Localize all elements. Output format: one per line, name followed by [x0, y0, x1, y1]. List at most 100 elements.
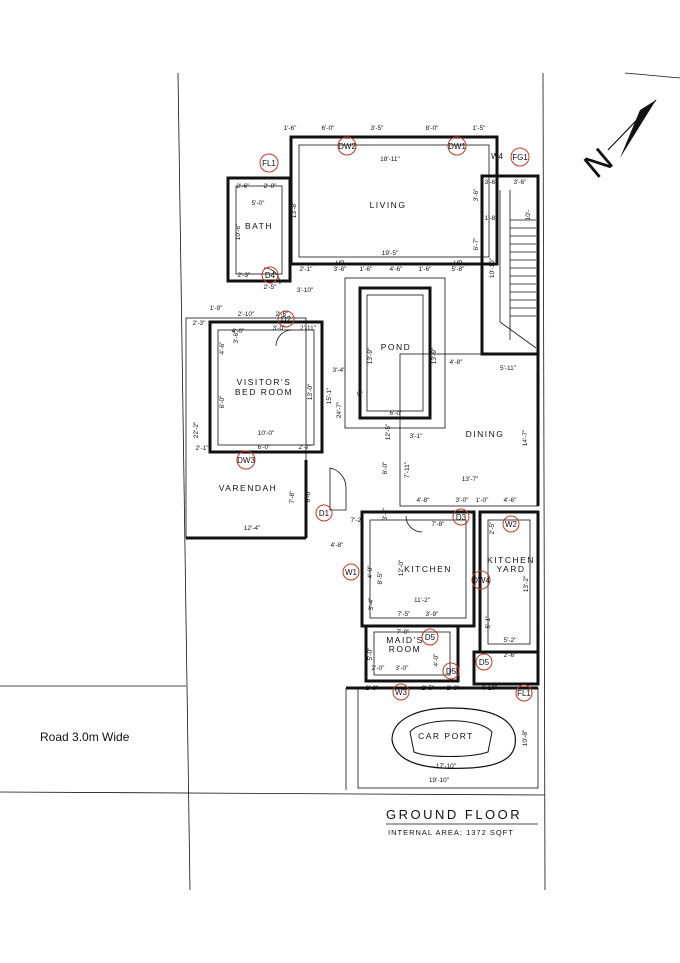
svg-text:12'-4": 12'-4" — [244, 525, 261, 532]
road-edge-bottom — [0, 791, 546, 796]
svg-text:4'-8": 4'-8" — [417, 497, 431, 504]
svg-text:13'-9": 13'-9" — [431, 347, 438, 364]
label-up-2: UP — [453, 260, 462, 267]
svg-text:13'-8": 13'-8" — [291, 201, 298, 218]
tag-fg1: FG1 — [510, 147, 530, 167]
svg-text:3'-9": 3'-9" — [426, 611, 440, 618]
svg-text:2'-5": 2'-5" — [422, 685, 436, 692]
svg-text:12'-0": 12'-0" — [398, 559, 405, 576]
room-dining: DINING — [466, 429, 505, 439]
visitors-bedroom-walls — [208, 320, 324, 454]
svg-text:6'-0": 6'-0" — [305, 489, 312, 503]
svg-text:3'-6": 3'-6" — [485, 179, 499, 186]
north-arrow-icon: N — [577, 99, 657, 186]
svg-text:8'-0": 8'-0" — [426, 125, 440, 132]
tag-d5c: D5 — [475, 653, 493, 671]
svg-text:19'-5": 19'-5" — [382, 250, 399, 257]
svg-text:2'-10": 2'-10" — [238, 311, 255, 318]
svg-text:2'-3": 2'-3" — [238, 272, 252, 279]
svg-text:7'-2": 7'-2" — [351, 517, 365, 524]
tag-dw1: DW1 — [447, 136, 467, 156]
svg-text:D5: D5 — [479, 658, 490, 667]
svg-text:4'-8": 4'-8" — [450, 359, 464, 366]
room-maids-2: ROOM — [389, 644, 421, 654]
svg-text:3'-4": 3'-4" — [333, 367, 347, 374]
svg-text:3'-2": 3'-2" — [382, 507, 389, 521]
car-icon — [391, 707, 516, 769]
svg-text:4'-0": 4'-0" — [232, 328, 246, 335]
svg-text:2'-9": 2'-9" — [366, 685, 380, 692]
tag-w3: W3 — [392, 683, 410, 701]
svg-text:2'-1": 2'-1" — [196, 445, 210, 452]
svg-text:5'-0": 5'-0" — [252, 200, 266, 207]
toilet-walls — [472, 650, 540, 686]
svg-text:10'-8": 10'-8" — [522, 729, 529, 746]
svg-text:1'-0": 1'-0" — [476, 497, 490, 504]
svg-text:D2: D2 — [281, 315, 292, 324]
svg-text:FL1: FL1 — [517, 689, 531, 698]
svg-text:3'-8": 3'-8" — [334, 266, 348, 273]
svg-text:6'-0": 6'-0" — [258, 444, 272, 451]
tag-dw3: DW3 — [236, 450, 256, 470]
svg-text:DW3: DW3 — [237, 456, 255, 465]
svg-text:2'-0": 2'-0" — [264, 183, 278, 190]
tag-d5b: D5 — [442, 662, 460, 680]
staircase — [480, 174, 540, 356]
tag-d5a: D5 — [421, 628, 439, 646]
svg-text:6'-0": 6'-0" — [219, 395, 226, 409]
tag-fl1: FL1 — [259, 153, 279, 173]
svg-text:2'-1": 2'-1" — [300, 266, 314, 273]
svg-text:3'-10": 3'-10" — [297, 287, 314, 294]
svg-text:3'-6": 3'-6" — [233, 330, 240, 344]
svg-text:3'-0": 3'-0" — [396, 665, 410, 672]
varendah-outline — [185, 317, 307, 539]
svg-text:1'-8": 1'-8" — [485, 215, 499, 222]
svg-text:3'-0": 3'-0" — [273, 325, 287, 332]
svg-text:FG1: FG1 — [512, 153, 528, 162]
svg-text:6'-0": 6'-0" — [390, 410, 404, 417]
svg-text:9": 9" — [357, 391, 364, 398]
plot-boundary-right — [542, 72, 546, 891]
room-varendah: VARENDAH — [219, 483, 278, 493]
svg-text:5'-1": 5'-1" — [485, 615, 492, 629]
svg-text:7'-0": 7'-0" — [397, 629, 411, 636]
maids-room-walls — [364, 624, 460, 683]
pond-walls — [358, 286, 432, 420]
svg-text:2'-6": 2'-6" — [447, 685, 461, 692]
svg-text:8'-5": 8'-5" — [377, 571, 384, 585]
tag-d1: D1 — [315, 504, 333, 522]
tag-d3: D3 — [452, 508, 470, 526]
svg-text:2'-3": 2'-3" — [193, 320, 207, 327]
room-visitors-bed: VISITOR'S — [237, 377, 292, 387]
tag-d4: D4 — [261, 266, 279, 284]
svg-text:7'-11": 7'-11" — [404, 461, 411, 478]
road-label: Road 3.0m Wide — [40, 730, 130, 744]
svg-text:4'-6": 4'-6" — [390, 266, 404, 273]
svg-text:4'-6": 4'-6" — [504, 497, 518, 504]
svg-text:2'-7": 2'-7" — [299, 444, 313, 451]
tag-w4: W4 — [491, 152, 504, 161]
floor-title: GROUND FLOOR — [386, 807, 522, 822]
north-label: N — [577, 141, 620, 186]
svg-text:W3: W3 — [395, 688, 408, 697]
svg-text:3'-6": 3'-6" — [514, 179, 528, 186]
svg-text:D5: D5 — [425, 633, 436, 642]
svg-text:10'-: 10'- — [525, 210, 532, 221]
svg-text:4'-8": 4'-8" — [331, 542, 345, 549]
svg-text:W4: W4 — [491, 152, 504, 161]
svg-text:DW4: DW4 — [472, 576, 490, 585]
svg-text:24'-7": 24'-7" — [336, 401, 343, 418]
svg-text:2'-6": 2'-6" — [237, 183, 251, 190]
svg-text:1'-5": 1'-5" — [473, 125, 487, 132]
room-bath: BATH — [245, 221, 273, 231]
svg-text:12'-5": 12'-5" — [385, 423, 392, 440]
svg-text:1'-9": 1'-9" — [210, 305, 224, 312]
svg-text:10'-0": 10'-0" — [258, 430, 275, 437]
svg-text:1'-6": 1'-6" — [284, 125, 298, 132]
svg-text:3'-6": 3'-6" — [473, 188, 480, 202]
svg-text:FL1: FL1 — [262, 159, 276, 168]
room-visitors-bed-2: BED ROOM — [235, 387, 293, 397]
svg-text:10'-10": 10'-10" — [489, 257, 496, 278]
svg-text:18'-11": 18'-11" — [380, 156, 400, 163]
svg-text:2'-6": 2'-6" — [504, 652, 518, 659]
